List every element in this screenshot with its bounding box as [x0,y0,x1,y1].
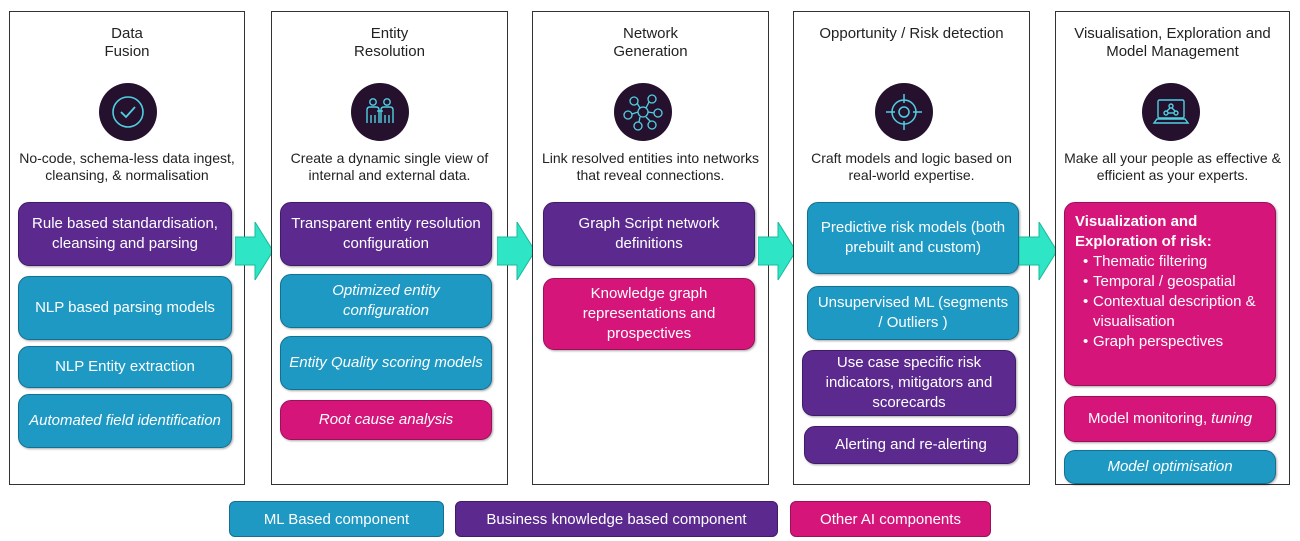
stage-title-line2: Fusion [104,43,150,60]
optimized-entity-configuration-box: Optimized entity configuration [280,274,492,328]
stage-entity-resolution: Entity Resolution Create a dynamic singl… [271,11,508,485]
target-icon [875,83,933,141]
stage-network-generation: Network Generation Link resolved entitie… [532,11,769,485]
visualization-bullet-list: Thematic filtering Temporal / geospatial… [1075,252,1265,352]
stage-title: Visualisation, Exploration and Model Man… [1056,25,1289,61]
flow-arrow [758,222,796,280]
alerting-box: Alerting and re-alerting [804,426,1018,464]
automated-field-identification-box: Automated field identification [18,394,232,448]
nlp-parsing-box: NLP based parsing models [18,276,232,340]
stage-title-line2: Resolution [354,43,425,60]
visualization-exploration-box: Visualization and Exploration of risk: T… [1064,202,1276,386]
bullet-item: Contextual description & visualisation [1083,292,1265,332]
knowledge-graph-box: Knowledge graph representations and pros… [543,278,755,350]
visualization-heading: Visualization and Exploration of risk: [1075,213,1212,250]
model-optimisation-box: Model optimisation [1064,450,1276,484]
root-cause-analysis-box: Root cause analysis [280,400,492,440]
bullet-item: Graph perspectives [1083,332,1265,352]
laptop-network-icon [1142,83,1200,141]
nlp-entity-extraction-box: NLP Entity extraction [18,346,232,388]
stage-title-line1: Opportunity / Risk detection [819,25,1004,42]
stage-title: Data Fusion [10,25,244,61]
stage-description: Make all your people as effective & effi… [1064,150,1281,183]
stage-description: Create a dynamic single view of internal… [290,150,489,183]
checkmark-circle-icon [99,83,157,141]
model-monitoring-box: Model monitoring, tuning [1064,396,1276,442]
legend-ml-based: ML Based component [229,501,444,537]
stage-title-line2: Model Management [1106,43,1239,60]
stage-title-line1: Visualisation, Exploration and [1074,25,1271,42]
stage-data-fusion: Data Fusion No-code, schema-less data in… [9,11,245,485]
stage-description: No-code, schema-less data ingest, cleans… [19,150,235,183]
graph-script-box: Graph Script network definitions [543,202,755,266]
stage-description: Craft models and logic based on real-wor… [811,150,1012,183]
stage-title-line2: Generation [613,43,688,60]
risk-indicators-box: Use case specific risk indicators, mitig… [802,350,1016,416]
stage-title-line1: Network [622,25,678,42]
stage-title: Entity Resolution [272,25,507,61]
transparent-entity-resolution-box: Transparent entity resolution configurat… [280,202,492,266]
flow-arrow [235,222,273,280]
model-monitoring-italic: tuning [1211,410,1253,427]
legend-other-ai: Other AI components [790,501,991,537]
unsupervised-ml-box: Unsupervised ML (segments / Outliers ) [807,286,1019,340]
entity-quality-scoring-box: Entity Quality scoring models [280,336,492,390]
stage-title-line1: Entity [370,25,409,42]
stage-title: Opportunity / Risk detection [794,25,1029,43]
stage-title: Network Generation [533,25,768,61]
stage-visualisation: Visualisation, Exploration and Model Man… [1055,11,1290,485]
bullet-item: Temporal / geospatial [1083,272,1265,292]
network-icon [614,83,672,141]
bullet-item: Thematic filtering [1083,252,1265,272]
model-monitoring-label: Model monitoring, [1087,410,1208,427]
flow-arrow [1019,222,1057,280]
people-icon [351,83,409,141]
flow-arrow [497,222,535,280]
rule-based-standardisation-box: Rule based standardisation, cleansing an… [18,202,232,266]
predictive-risk-models-box: Predictive risk models (both prebuilt an… [807,202,1019,274]
legend-business-knowledge: Business knowledge based component [455,501,778,537]
stage-risk-detection: Opportunity / Risk detection Craft model… [793,11,1030,485]
stage-title-line1: Data [111,25,143,42]
stage-description: Link resolved entities into networks tha… [541,150,760,183]
